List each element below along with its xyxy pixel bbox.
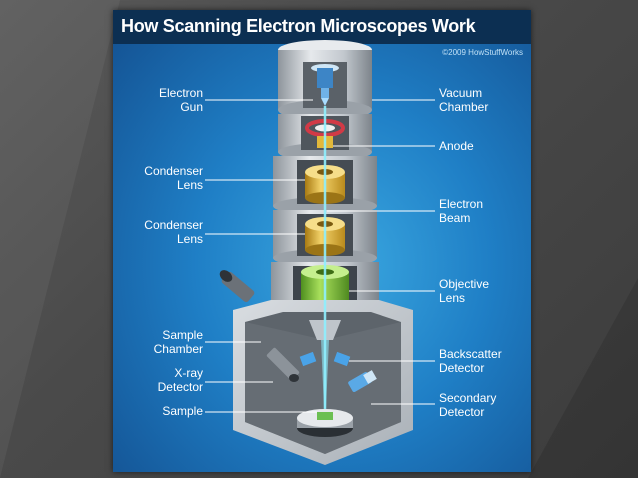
sample-stage [297,409,353,437]
backscatter-detector-part [299,351,351,367]
title-bar: How Scanning Electron Microscopes Work [113,10,531,44]
label-vacuum-chamber: Vacuum Chamber [439,86,489,114]
label-sample-chamber: Sample Chamber [153,328,203,356]
electron-gun-part [311,64,339,106]
diagram-title: How Scanning Electron Microscopes Work [121,16,476,36]
label-condenser-lens-1: Condenser Lens [144,164,203,192]
label-sample: Sample [162,404,203,418]
label-electron-gun: Electron Gun [158,86,203,114]
microscope-illustration [205,40,435,465]
background-shape-left [0,0,120,478]
copyright-credit: ©2009 HowStuffWorks [442,48,523,57]
leader-lines-left [205,99,317,413]
background-shape-right [528,278,638,478]
label-condenser-lens-2: Condenser Lens [144,218,203,246]
electron-beam-part [321,106,329,410]
secondary-detector-part [348,370,377,392]
leader-lines-right [327,99,435,405]
label-xray-detector: X-ray Detector [157,366,203,394]
diagram-panel: How Scanning Electron Microscopes Work ©… [113,10,531,472]
label-anode: Anode [439,139,474,153]
side-tube-detector [219,270,255,303]
label-objective-lens: Objective Lens [439,277,490,305]
label-backscatter-detector: Backscatter Detector [439,347,502,375]
label-secondary-detector: Secondary Detector [439,391,497,419]
xray-detector-part [266,347,300,382]
label-electron-beam: Electron Beam [439,197,484,225]
